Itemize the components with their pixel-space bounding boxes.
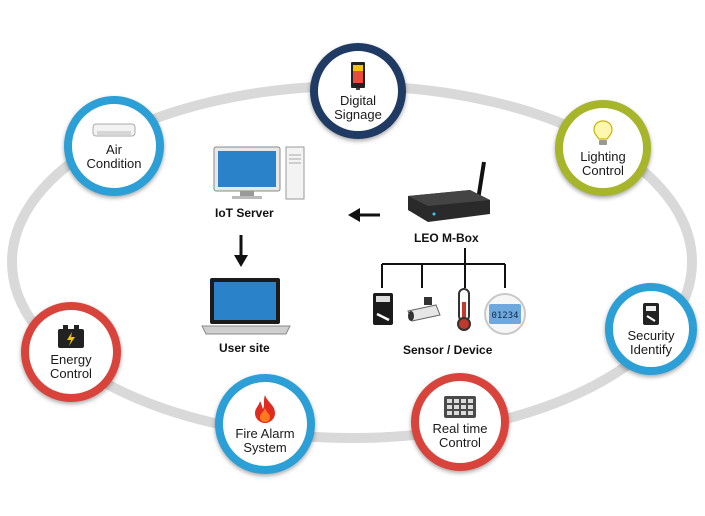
node-label: Air Condition [86,141,142,171]
iot-server-label: IoT Server [215,206,274,220]
card-reader-icon [373,293,393,325]
signage-icon [351,61,365,90]
node-air-condition: Air Condition [64,96,164,196]
battery-icon [58,324,84,348]
server-computer-icon [213,146,305,200]
sensor-meter-icon: 01234 [484,293,526,335]
arrow-down-icon [234,235,248,267]
meter-display: 01234 [489,304,521,324]
leo-mbox-label: LEO M-Box [414,231,479,245]
node-fire-alarm: Fire Alarm System [215,374,315,474]
node-real-time-control: Real time Control [411,373,509,471]
card-reader-icon [643,302,659,325]
camera-icon [407,297,441,322]
node-label: Real time Control [432,420,488,450]
arrow-left-icon [348,208,380,222]
flame-icon [255,394,275,423]
node-label: Lighting Control [580,148,626,178]
sensor-device-label: Sensor / Device [403,343,493,357]
device-connector-lines [381,248,506,288]
thermometer-icon [457,288,471,331]
node-label: Digital Signage [334,92,382,122]
node-security-identify: Security Identify [605,283,697,375]
air-conditioner-icon [92,123,136,136]
router-icon [408,161,490,222]
keypad-icon [444,395,476,418]
node-digital-signage: Digital Signage [310,43,406,139]
user-site-label: User site [219,341,270,355]
node-label: Energy Control [50,351,92,381]
node-lighting-control: Lighting Control [555,100,651,196]
laptop-icon [201,278,291,335]
meter-value: 01234 [491,311,519,321]
light-bulb-icon [593,119,613,145]
node-label: Fire Alarm System [235,425,295,455]
node-energy-control: Energy Control [21,302,121,402]
node-label: Security Identify [627,327,675,357]
